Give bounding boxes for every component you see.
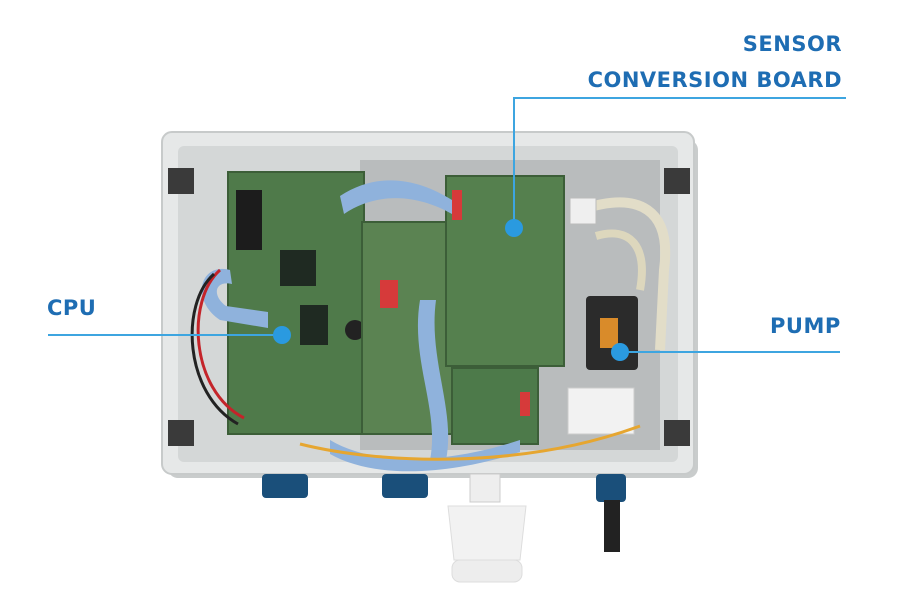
cpu-secondary-chip [300, 305, 328, 345]
sensor-label-line1: SENSOR [742, 32, 842, 56]
ribbon-cable-bottom [330, 440, 520, 472]
callout-line-sensor [513, 97, 846, 228]
sensor-conversion-board [445, 175, 565, 367]
corner-mounts [168, 168, 690, 446]
red-connector [380, 280, 398, 308]
lower-red-connector [520, 392, 530, 416]
sensor-label-line2: CONVERSION BOARD [587, 68, 842, 92]
pump-tube-outer [578, 197, 671, 351]
pump-callout-label: PUMP [770, 314, 841, 338]
callout-dot-pump [611, 343, 629, 361]
callout-dot-cpu [273, 326, 291, 344]
callout-cpu [48, 326, 291, 344]
black-wire [190, 272, 239, 426]
red-wire [196, 268, 245, 420]
ribbon-cable-top [340, 180, 452, 214]
tube-fitting [569, 197, 597, 225]
callout-sensor [505, 97, 846, 237]
sensor-red-connector [452, 190, 462, 220]
cable-glands [262, 474, 626, 552]
pump-flex-cable [600, 318, 618, 348]
orange-wire [299, 424, 641, 461]
cpu-callout-label: CPU [47, 296, 97, 320]
connector-header [236, 190, 262, 250]
callout-dot-sensor [505, 219, 523, 237]
ribbon-cable-left [201, 268, 268, 328]
pump-tube-inner [594, 229, 646, 291]
white-fitting [447, 473, 527, 583]
sensor-callout-label: SENSOR CONVERSION BOARD [588, 26, 842, 98]
callout-pump [611, 343, 840, 361]
device-label-box [567, 387, 635, 435]
battery-cell [345, 320, 365, 340]
cpu-chip [280, 250, 316, 286]
ribbon-cable-middle [417, 300, 449, 460]
